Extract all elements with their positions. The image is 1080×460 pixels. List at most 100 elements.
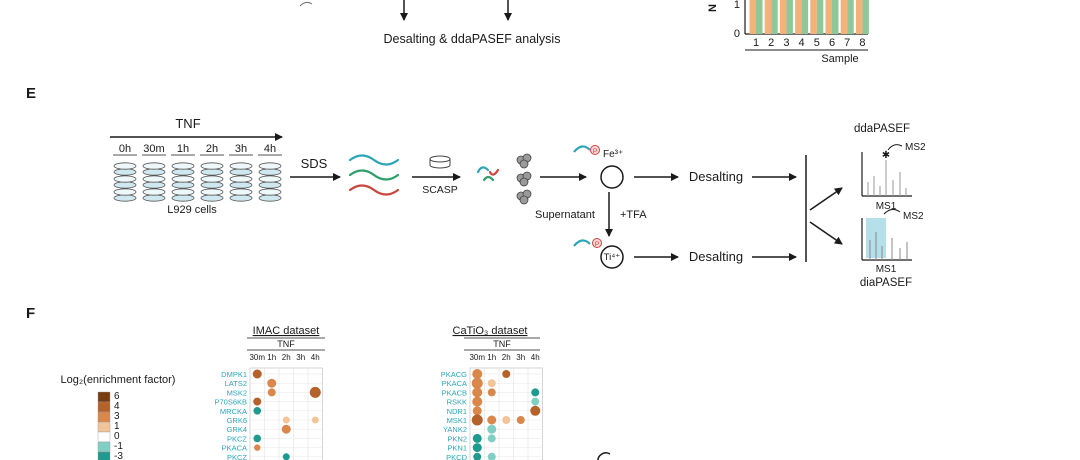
culture-dish-lid	[258, 175, 282, 183]
legend-swatch	[97, 401, 111, 413]
enrichment-dot	[471, 377, 483, 389]
culture-dish	[171, 168, 195, 176]
sample-bar-b-3	[786, 0, 793, 34]
sample-bar-a-4	[795, 0, 802, 34]
catio-title: CaTiO₃ dataset	[453, 325, 528, 337]
legend-title: Log₂(enrichment factor)	[61, 374, 176, 386]
timepoint-1h: 1h	[177, 143, 189, 155]
enrichment-dot	[472, 369, 483, 379]
legend-swatch	[97, 421, 111, 433]
legend-swatch	[97, 451, 111, 460]
enrichment-dot	[531, 397, 540, 406]
heatmap-column-header: 2h	[502, 353, 511, 362]
enrichment-dot	[487, 379, 496, 388]
heatmap-row-label: PKACA	[222, 444, 247, 453]
enrichment-dot	[472, 406, 482, 416]
enrichment-dot	[254, 444, 261, 451]
timepoint-30m: 30m	[143, 143, 164, 155]
enrichment-dot	[311, 416, 319, 424]
culture-dish	[200, 181, 224, 189]
culture-dish-lid	[113, 175, 137, 183]
culture-dish	[258, 181, 282, 189]
sample-bar-a-8	[855, 0, 863, 34]
panel-f-label: F	[26, 305, 35, 322]
heatmap-row-label: GRK6	[227, 416, 247, 425]
enrichment-dot	[282, 416, 290, 424]
ti-catio-bead: P Ti⁴⁺	[573, 238, 624, 269]
enrichment-dot	[516, 416, 525, 424]
enrichment-dot	[472, 443, 482, 453]
heatmap-row-label: RSKK	[447, 398, 467, 407]
heatmap-column-header: 1h	[267, 353, 276, 362]
sample-bar-b-8	[862, 0, 869, 34]
culture-dish-lid	[258, 162, 282, 170]
culture-dish-lid	[171, 188, 195, 196]
culture-dish	[113, 168, 137, 176]
timepoint-0h: 0h	[119, 143, 131, 155]
sample-bar-a-3	[779, 0, 787, 34]
heatmap-row-label: MSK1	[447, 416, 467, 425]
dia-title: diaPASEF	[860, 277, 912, 289]
enrichment-dot	[472, 433, 482, 443]
heatmap-row-label: PKCZ	[227, 453, 247, 460]
imac-title: IMAC dataset	[253, 325, 320, 337]
enrichment-dot	[472, 396, 483, 407]
enrichment-dot	[502, 416, 511, 424]
sample-bar-a-1	[749, 0, 756, 34]
x-tick-5: 5	[814, 37, 820, 49]
enrichment-dot	[253, 434, 262, 443]
heatmap-row-label: MSK2	[227, 388, 247, 397]
enrichment-dot	[487, 452, 496, 460]
sample-bar-a-5	[810, 0, 817, 34]
tfa-label: +TFA	[620, 209, 647, 221]
timepoint-3h: 3h	[235, 143, 247, 155]
legend-tick: -3	[114, 451, 123, 460]
heatmap-column-header: 3h	[296, 353, 305, 362]
culture-dish-lid	[200, 188, 224, 196]
culture-dish	[171, 194, 195, 202]
culture-dish-lid	[229, 188, 253, 196]
enrichment-dot	[502, 370, 511, 378]
dda-title: ddaPASEF	[854, 123, 910, 135]
enrichment-dot	[267, 388, 276, 397]
x-tick-1: 1	[753, 37, 759, 49]
tnf-label: TNF	[175, 116, 200, 131]
legend-swatch	[97, 391, 111, 403]
heatmap-row-label: YANK2	[443, 425, 467, 434]
desalting-bottom: Desalting	[689, 249, 743, 264]
sample-bar-b-7	[847, 0, 854, 34]
culture-dish	[229, 181, 253, 189]
dia-spectrum: MS2	[861, 208, 924, 261]
cells-label: L929 cells	[167, 204, 217, 216]
x-tick-6: 6	[829, 37, 835, 49]
to-dda-arrow	[809, 187, 843, 211]
scasp-vessel-icon	[429, 155, 451, 169]
sample-bar-b-2	[771, 0, 778, 34]
panel-e-label: E	[26, 85, 36, 102]
culture-dish	[258, 168, 282, 176]
heatmap-row-label: PKACB	[442, 388, 467, 397]
enrichment-dot	[281, 424, 291, 434]
heatmap-row-label: PKCZ	[227, 434, 247, 443]
legend-tick: -1	[114, 441, 123, 452]
heatmap-column-header: 1h	[487, 353, 496, 362]
fe-imac-bead: P Fe³⁺	[573, 145, 624, 189]
svg-text:P: P	[595, 241, 599, 248]
heatmap-column-header: 3h	[516, 353, 525, 362]
desalting-dda-caption: Desalting & ddaPASEF analysis	[384, 32, 561, 46]
culture-dish	[229, 168, 253, 176]
heatmap-row-label: DMPK1	[221, 370, 247, 379]
x-tick-2: 2	[768, 37, 774, 49]
enrichment-dot	[487, 415, 497, 425]
enrichment-dot	[253, 397, 262, 406]
svg-text:✱: ✱	[882, 150, 890, 161]
legend-swatch	[97, 431, 111, 443]
culture-dish-lid	[113, 188, 137, 196]
culture-dish	[113, 181, 137, 189]
y-axis-letter: N	[707, 4, 719, 12]
culture-dish-lid	[200, 162, 224, 170]
